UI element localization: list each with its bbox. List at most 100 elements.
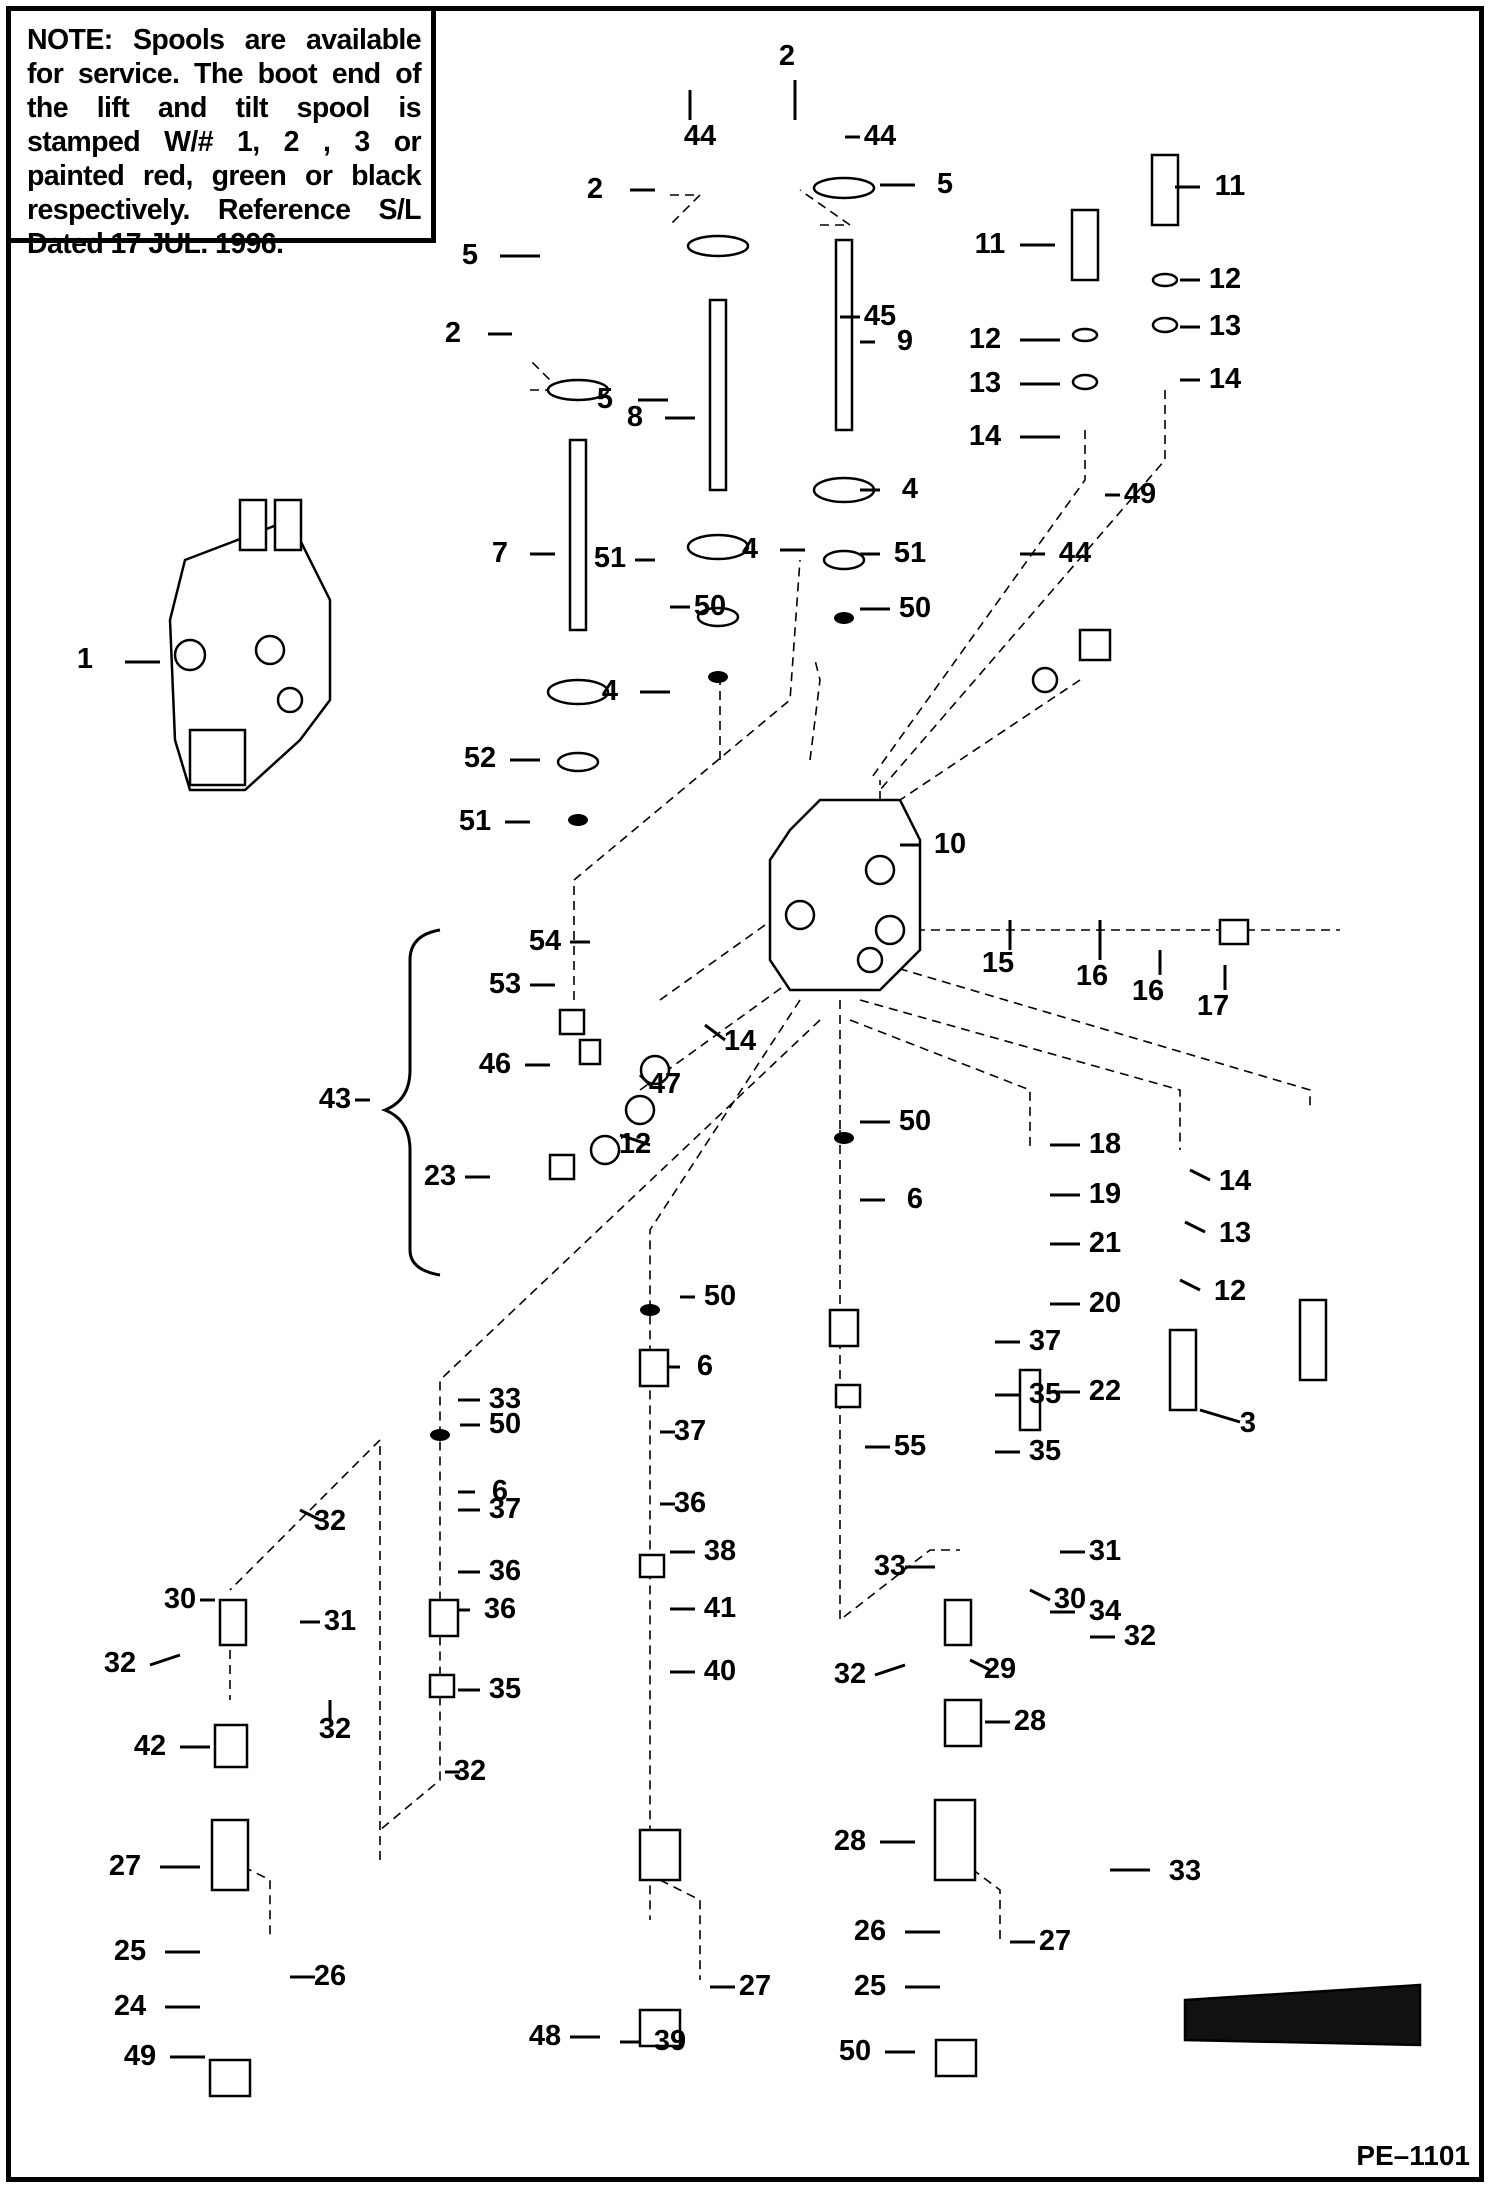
callout-number: 12 [1214,1275,1246,1307]
callout-leader [299,1508,321,1522]
tag-sheet [1183,1983,1422,2047]
callout-number: 14 [969,420,1001,452]
callout-leader [1179,1278,1201,1292]
callout-number: 41 [704,1592,736,1624]
callout-number: 13 [1219,1217,1251,1249]
callout-number: 44 [1059,537,1091,569]
callout-number: 42 [134,1730,166,1762]
callout-number: 46 [479,1048,511,1080]
callout-number: 28 [1014,1705,1046,1737]
callout-number: 50 [899,1105,931,1137]
callout-number: 4 [902,473,918,505]
callout-number: 24 [114,1990,146,2022]
callout-number: 5 [597,383,613,415]
callout-number: 32 [454,1755,486,1787]
callout-number: 1 [77,643,93,675]
callout-number: 43 [319,1083,351,1115]
cartridges-and-plugs [208,153,1328,2098]
callout-number: 14 [1209,363,1241,395]
callout-number: 39 [654,2025,686,2057]
callout-number: 4 [602,675,618,707]
callout-number: 7 [492,537,508,569]
callout-number: 2 [587,173,603,205]
callout-number: 27 [739,1970,771,2002]
callout-number: 48 [529,2020,561,2052]
callout-number: 38 [704,1535,736,1567]
callout-number: 9 [897,325,913,357]
callout-number: 10 [934,828,966,860]
callout-number: 2 [779,40,795,72]
callout-number: 36 [484,1593,516,1625]
callout-number: 30 [164,1583,196,1615]
callout-number: 45 [864,300,896,332]
callout-leader [1029,1588,1051,1602]
callout-number: 5 [937,168,953,200]
callout-number: 23 [424,1160,456,1192]
callout-number: 50 [694,590,726,622]
assembly-lines [229,189,1340,1980]
callout-leader [1189,1168,1211,1182]
callout-number: 50 [704,1280,736,1312]
callout-number: 5 [462,239,478,271]
callout-number: 50 [899,592,931,624]
callout-number: 47 [649,1068,681,1100]
callout-number: 54 [529,925,561,957]
callout-number: 27 [1039,1925,1071,1957]
callout-number: 53 [489,968,521,1000]
callout-number: 36 [674,1487,706,1519]
callout-number: 55 [894,1430,926,1462]
note-heading: NOTE: [27,24,113,56]
callout-number: 3 [1240,1407,1256,1439]
callout-leader [149,1653,181,1667]
callout-number: 44 [864,120,896,152]
callout-number: 33 [489,1383,521,1415]
callout-number: 32 [834,1658,866,1690]
callout-number: 28 [834,1825,866,1857]
callout-number: 12 [969,323,1001,355]
valve-body [768,798,922,992]
callout-number: 30 [1054,1583,1086,1615]
callout-number: 36 [489,1555,521,1587]
callout-number: 13 [969,367,1001,399]
callout-leader [874,1663,906,1677]
service-note-box: NOTE: Spools are available for service. … [6,6,436,260]
callout-number: 51 [894,537,926,569]
callout-number: 35 [1029,1435,1061,1467]
callout-number: 32 [319,1713,351,1745]
callout-number: 15 [982,947,1014,979]
callout-number: 35 [489,1673,521,1705]
callout-number: 2 [445,317,461,349]
callout-number: 14 [724,1025,756,1057]
callout-number: 14 [1219,1165,1251,1197]
retainer-plates [546,176,876,706]
callout-number: 25 [854,1970,886,2002]
spools [568,238,854,632]
callout-number: 40 [704,1655,736,1687]
callout-number: 31 [324,1605,356,1637]
callout-leader [1184,1220,1206,1234]
callout-number: 11 [1215,170,1246,202]
callout-number: 49 [124,2040,156,2072]
callout-number: 37 [674,1415,706,1447]
callout-number: 37 [489,1493,521,1525]
callout-number: 13 [1209,310,1241,342]
note-body: Spools are available for service. The bo… [27,24,422,260]
callout-number: 32 [314,1505,346,1537]
callout-number: 6 [492,1475,508,1507]
callout-number: 16 [1132,975,1164,1007]
callout-number: 21 [1089,1227,1121,1259]
callout-number: 37 [1029,1325,1061,1357]
callout-leader [1199,1408,1241,1424]
callout-number: 4 [742,533,758,565]
callout-leader [638,1073,652,1087]
callout-number: 27 [109,1850,141,1882]
callout-number: 32 [1124,1620,1156,1652]
callout-number: 6 [697,1350,713,1382]
callout-number: 52 [464,742,496,774]
callout-number: 29 [984,1653,1016,1685]
seals-and-orings [430,272,1179,1441]
callout-number: 12 [619,1128,651,1160]
callout-labels: 1222344455566678910111112121212131313141… [77,40,1256,2072]
callout-leader [704,1023,726,1042]
